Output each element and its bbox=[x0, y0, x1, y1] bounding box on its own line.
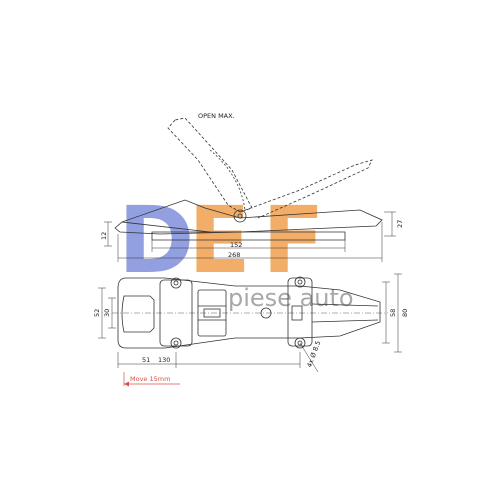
move-label: Move 15mm bbox=[130, 375, 170, 383]
dim-12: 12 bbox=[100, 232, 108, 240]
top-view bbox=[112, 276, 388, 349]
left-top-hole bbox=[170, 277, 182, 289]
side-dimensions bbox=[104, 211, 396, 262]
dim-268: 268 bbox=[228, 251, 240, 259]
handle-closed bbox=[114, 199, 383, 235]
move-arrow bbox=[123, 372, 180, 387]
handle-open-position bbox=[167, 117, 253, 213]
left-bottom-hole bbox=[170, 337, 182, 349]
motion-arc bbox=[209, 149, 246, 211]
watermark-logo-d: D bbox=[118, 187, 194, 294]
dim-58: 58 bbox=[389, 309, 397, 317]
dim-130: 130 bbox=[158, 356, 170, 364]
watermark-logo-e: E bbox=[188, 187, 251, 294]
right-bottom-hole bbox=[294, 337, 306, 349]
dim-152: 152 bbox=[230, 241, 242, 249]
pivot-pin bbox=[233, 209, 247, 223]
right-top-hole bbox=[294, 276, 306, 288]
top-dimensions bbox=[98, 273, 402, 373]
dim-hole: 4x Ø 8.5 bbox=[305, 340, 322, 369]
open-max-label: OPEN MAX. bbox=[198, 112, 235, 120]
dim-51: 51 bbox=[142, 356, 150, 364]
right-mounting-plate bbox=[287, 277, 313, 347]
handle-mid-position bbox=[239, 159, 373, 219]
dim-27: 27 bbox=[396, 220, 404, 228]
hook bbox=[121, 295, 155, 333]
dim-30: 30 bbox=[103, 309, 111, 317]
dim-52: 52 bbox=[93, 309, 101, 317]
watermark-tagline: piese auto bbox=[228, 284, 354, 312]
hook-lever bbox=[121, 221, 211, 233]
latch-body bbox=[117, 277, 381, 349]
watermark-logo-f: F bbox=[262, 187, 325, 294]
watermark: D E F piese auto bbox=[118, 187, 354, 312]
dim-80: 80 bbox=[401, 309, 409, 317]
